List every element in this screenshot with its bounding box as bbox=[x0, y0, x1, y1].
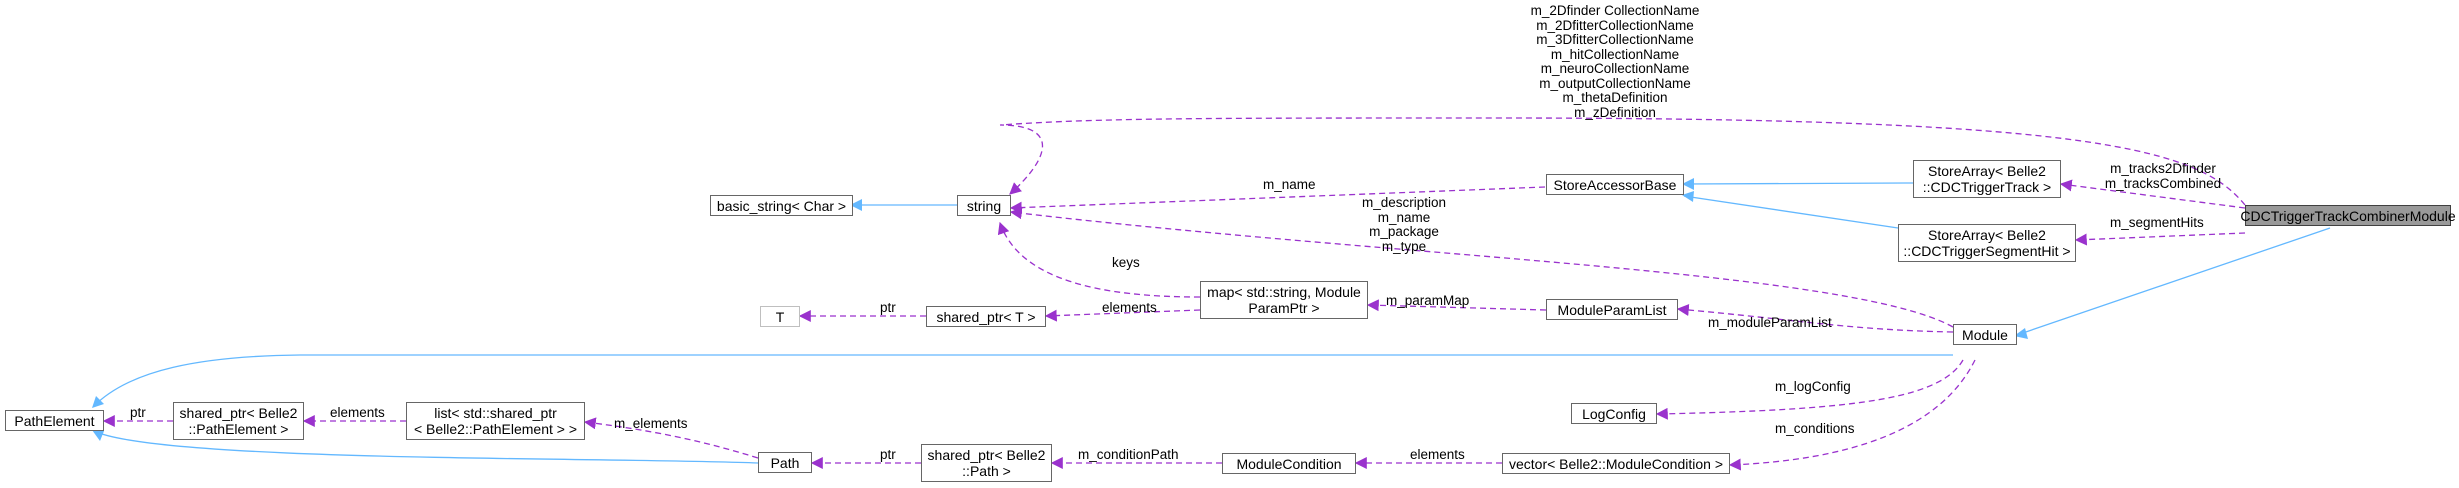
usage-edge-module-param-list bbox=[1676, 303, 1954, 333]
edge-label-line: m_thetaDefinition bbox=[1562, 90, 1668, 105]
edge-label-line: m_description bbox=[1361, 195, 1447, 210]
edge-label-tracks: m_tracks2Dfinder m_tracksCombined bbox=[2098, 161, 2228, 191]
node-label-line2: ::PathElement > bbox=[188, 421, 289, 437]
inherit-edge-seg-to-storeaccessor bbox=[1683, 195, 1899, 229]
edge-label-line: m_outputCollectionName bbox=[1539, 75, 1691, 91]
node-path[interactable]: Path bbox=[758, 452, 812, 473]
edge-label-line: m_package bbox=[1369, 224, 1439, 239]
node-template-param-t: T bbox=[760, 306, 800, 327]
node-basic-string[interactable]: basic_string< Char > bbox=[710, 195, 853, 216]
node-storearray-cdctriggertrack[interactable]: StoreArray< Belle2 ::CDCTriggerTrack > bbox=[1913, 160, 2061, 198]
usage-edge-module-strings bbox=[1009, 207, 1954, 328]
edge-label-log-config: m_logConfig bbox=[1775, 379, 1851, 394]
edge-label-line: m_3DfitterCollectionName bbox=[1536, 32, 1694, 47]
edge-label-ptr-pe: ptr bbox=[130, 405, 146, 420]
node-store-accessor-base[interactable]: StoreAccessorBase bbox=[1546, 174, 1684, 195]
edge-label-keys: keys bbox=[1112, 255, 1140, 270]
inherit-arrow-module bbox=[2014, 328, 2028, 339]
node-cdc-trigger-track-combiner-module[interactable]: CDCTriggerTrackCombinerModule bbox=[2240, 205, 2456, 226]
node-label: string bbox=[966, 197, 1002, 214]
inherit-arrow-storeaccessor-a bbox=[1682, 178, 1694, 190]
inherit-edge-module-to-pathelement bbox=[93, 354, 1953, 407]
edge-label-line: m_type bbox=[1381, 238, 1427, 254]
edge-label-condition-path: m_conditionPath bbox=[1078, 447, 1179, 462]
node-label-line1: shared_ptr< Belle2 bbox=[179, 405, 298, 421]
edge-label-m-name: m_name bbox=[1263, 177, 1316, 192]
node-label: LogConfig bbox=[1582, 405, 1646, 422]
edge-label-module-param-list: m_moduleParamList bbox=[1708, 315, 1832, 330]
node-label: Path bbox=[770, 454, 800, 471]
edge-label-collection-names: m_2Dfinder CollectionName m_2DfitterColl… bbox=[1530, 3, 1700, 120]
usage-edge-m-name bbox=[1009, 186, 1546, 214]
node-label-line2: ::CDCTriggerTrack > bbox=[1922, 179, 2052, 195]
usage-edge-collection-names bbox=[999, 117, 2246, 206]
edge-label-module-strings: m_description m_name m_package m_type bbox=[1352, 195, 1456, 254]
node-label-line1: list< std::shared_ptr bbox=[434, 405, 557, 421]
node-label: ModuleParamList bbox=[1557, 301, 1667, 318]
node-label: StoreAccessorBase bbox=[1553, 176, 1677, 193]
node-label-line2: ::CDCTriggerSegmentHit > bbox=[1903, 243, 2071, 259]
edge-label-elements-vector: elements bbox=[1410, 447, 1465, 462]
inherit-edge-track-to-storeaccessor bbox=[1683, 182, 1914, 185]
node-label: T bbox=[775, 308, 785, 325]
usage-edge-map-shared-ptr bbox=[1044, 309, 1201, 322]
edge-label-m-elements: m_elements bbox=[614, 416, 688, 431]
inherit-edge-focus-to-module bbox=[2016, 227, 2331, 336]
edge-label-line: m_zDefinition bbox=[1574, 104, 1656, 120]
node-label: ModuleCondition bbox=[1236, 455, 1342, 472]
node-label-line2: ::Path > bbox=[962, 463, 1011, 479]
inherit-arrow-pathelement-b bbox=[92, 430, 104, 441]
node-label-line1: map< std::string, Module bbox=[1207, 284, 1361, 300]
usage-edge-segment-hits bbox=[2074, 232, 2246, 246]
edge-label-conditions: m_conditions bbox=[1775, 421, 1855, 436]
inherit-arrow-storeaccessor-b bbox=[1682, 191, 1694, 202]
node-label: PathElement bbox=[14, 412, 95, 429]
edge-label-ptr-path: ptr bbox=[880, 447, 896, 462]
edge-label-line: m_tracks2Dfinder bbox=[2110, 161, 2216, 176]
node-label-line2: < Belle2::PathElement > > bbox=[413, 421, 578, 437]
edge-label-line: m_hitCollectionName bbox=[1550, 46, 1680, 62]
edge-label-line: m_neuroCollectionName bbox=[1540, 61, 1690, 76]
node-shared-ptr-path[interactable]: shared_ptr< Belle2 ::Path > bbox=[921, 444, 1052, 482]
node-label-line1: StoreArray< Belle2 bbox=[1928, 163, 2046, 179]
node-label-line2: ParamPtr > bbox=[1248, 300, 1320, 316]
usage-edge-log-config bbox=[1655, 359, 1964, 420]
node-label-line1: StoreArray< Belle2 bbox=[1928, 227, 2046, 243]
inherit-arrow-pathelement-a bbox=[92, 396, 104, 408]
node-label: Module bbox=[1962, 326, 2008, 343]
node-list-pathelement[interactable]: list< std::shared_ptr < Belle2::PathElem… bbox=[406, 402, 585, 440]
edge-label-segment-hits: m_segmentHits bbox=[2110, 215, 2204, 230]
node-vector-module-condition[interactable]: vector< Belle2::ModuleCondition > bbox=[1502, 453, 1730, 474]
node-module[interactable]: Module bbox=[1953, 324, 2017, 345]
edge-label-line: m_name bbox=[1377, 209, 1431, 225]
usage-edge-keys bbox=[997, 221, 1201, 298]
edge-label-line: m_tracksCombined bbox=[2104, 175, 2222, 191]
usage-edge-path-list bbox=[583, 417, 759, 459]
node-log-config[interactable]: LogConfig bbox=[1571, 403, 1657, 424]
node-module-param-list[interactable]: ModuleParamList bbox=[1546, 299, 1678, 320]
node-map-paramptr[interactable]: map< std::string, Module ParamPtr > bbox=[1200, 281, 1368, 319]
edge-label-line: m_2DfitterCollectionName bbox=[1536, 17, 1694, 33]
node-storearray-cdctriggersegmenthit[interactable]: StoreArray< Belle2 ::CDCTriggerSegmentHi… bbox=[1898, 224, 2076, 262]
node-label: basic_string< Char > bbox=[716, 197, 847, 214]
inherit-edge-path-to-pathelement bbox=[93, 430, 759, 464]
edge-label-param-map: m_paramMap bbox=[1386, 293, 1470, 308]
node-shared-ptr-t[interactable]: shared_ptr< T > bbox=[926, 306, 1046, 327]
node-label: shared_ptr< T > bbox=[936, 308, 1036, 325]
node-label: vector< Belle2::ModuleCondition > bbox=[1508, 455, 1724, 472]
node-string[interactable]: string bbox=[957, 195, 1011, 216]
node-module-condition[interactable]: ModuleCondition bbox=[1222, 453, 1356, 474]
usage-edge-tracks bbox=[2059, 179, 2246, 209]
edge-label-ptr-t: ptr bbox=[880, 300, 896, 315]
edge-label-elements-map: elements bbox=[1102, 300, 1157, 315]
node-label: CDCTriggerTrackCombinerModule bbox=[2240, 207, 2456, 224]
edge-label-line: m_2Dfinder CollectionName bbox=[1530, 3, 1700, 18]
usage-edge-conditions bbox=[1728, 359, 1976, 471]
node-label-line1: shared_ptr< Belle2 bbox=[927, 447, 1046, 463]
inherit-arrow-basicstring bbox=[850, 199, 862, 211]
node-path-element[interactable]: PathElement bbox=[5, 410, 104, 431]
node-shared-ptr-pathelement[interactable]: shared_ptr< Belle2 ::PathElement > bbox=[173, 402, 304, 440]
edge-label-elements-list: elements bbox=[330, 405, 385, 420]
